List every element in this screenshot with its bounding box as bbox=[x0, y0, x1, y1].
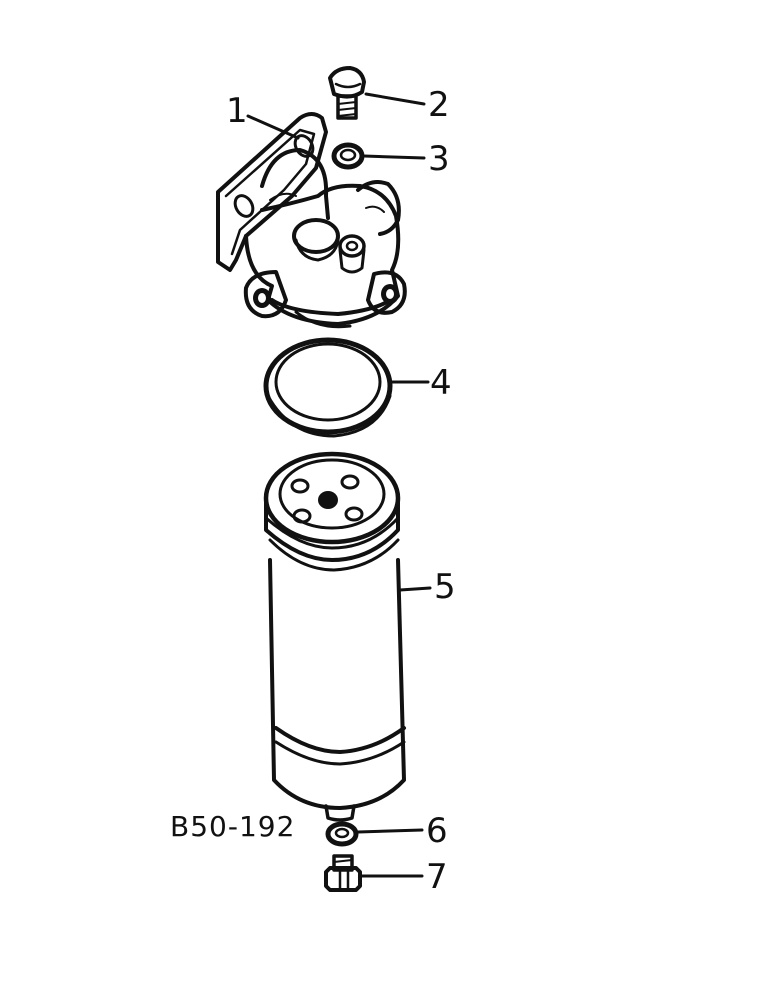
leader-line-1 bbox=[246, 114, 300, 140]
leader-lines bbox=[246, 92, 432, 878]
diagram-id-label: B50-192 bbox=[170, 810, 295, 843]
callout-5: 5 bbox=[434, 567, 456, 607]
callout-1: 1 bbox=[226, 91, 248, 131]
leader-line-3 bbox=[362, 154, 426, 160]
callout-labels: 1 2 3 4 5 6 7 bbox=[226, 85, 456, 897]
callout-2: 2 bbox=[428, 85, 450, 125]
callout-6: 6 bbox=[426, 811, 448, 851]
leader-line-2 bbox=[364, 92, 426, 106]
filter-cartridge-part bbox=[263, 451, 406, 822]
leader-line-5 bbox=[398, 586, 432, 592]
callout-3: 3 bbox=[428, 139, 450, 179]
sealing-washer-part bbox=[331, 142, 365, 170]
filter-head-part bbox=[216, 112, 407, 329]
bleed-screw-part bbox=[328, 66, 366, 120]
callout-7: 7 bbox=[426, 857, 448, 897]
callout-4: 4 bbox=[430, 363, 452, 403]
drain-plug-part bbox=[324, 854, 362, 892]
o-ring-part bbox=[263, 337, 393, 438]
drain-washer-part bbox=[325, 821, 359, 847]
leader-line-6 bbox=[356, 828, 424, 834]
